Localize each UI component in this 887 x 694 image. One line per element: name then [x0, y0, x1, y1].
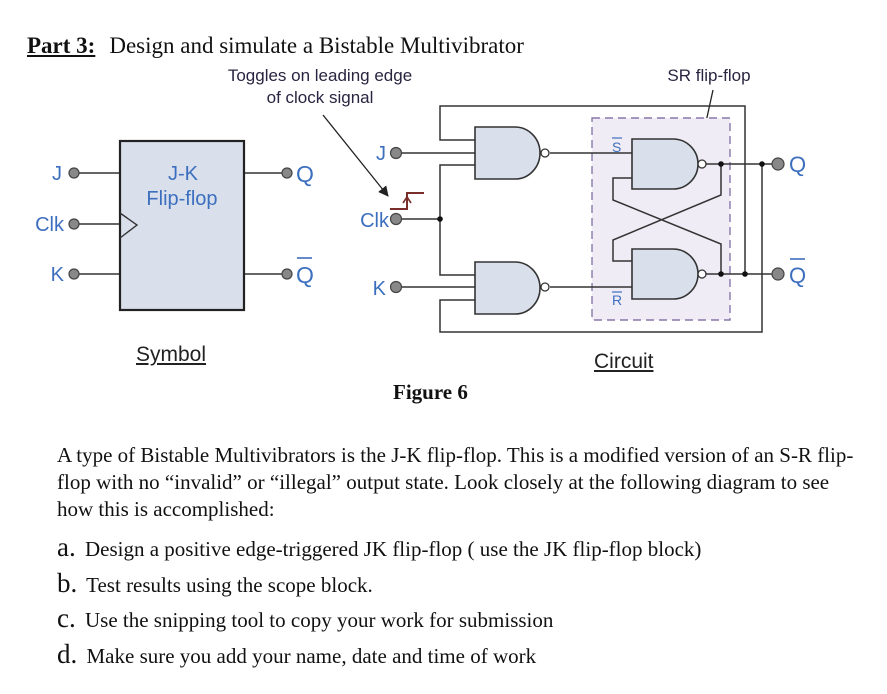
figure-6-diagram: Toggles on leading edge of clock signal … [35, 66, 806, 333]
symbol-clk-label: Clk [35, 214, 65, 236]
circuit-clk-label: Clk [360, 210, 390, 232]
task-item: d. Make sure you add your name, date and… [57, 639, 701, 675]
task-item: b. Test results using the scope block. [57, 568, 701, 604]
circuit-k-label: K [373, 278, 387, 300]
symbol-q-terminal [281, 167, 293, 179]
task-text: Make sure you add your name, date and ti… [86, 643, 537, 668]
symbol-block-line1: J-K [168, 163, 199, 185]
clock-annotation: Toggles on leading edge of clock signal [228, 66, 412, 107]
symbol-k-label: K [51, 264, 65, 286]
circuit-k-terminal [389, 280, 403, 294]
circuit-wires [402, 105, 775, 333]
part-label: Part 3: [27, 33, 96, 58]
page-title: Part 3: Design and simulate a Bistable Mu… [27, 33, 524, 59]
r-bar-label: R [612, 292, 622, 308]
task-item: c. Use the snipping tool to copy your wo… [57, 603, 701, 639]
title-text: Design and simulate a Bistable Multivibr… [109, 33, 524, 58]
symbol-qbar-terminal [281, 268, 293, 280]
task-item: a. Design a positive edge-triggered JK f… [57, 532, 701, 568]
jk-block [118, 139, 246, 312]
symbol-j-label: J [52, 163, 62, 185]
nand-bubble-s [697, 159, 707, 169]
symbol-k-terminal [68, 268, 80, 280]
circuit-j-terminal [389, 146, 403, 160]
circuit-qbar-label: Q [789, 263, 806, 288]
task-text: Design a positive edge-triggered JK flip… [84, 537, 702, 561]
task-letter: b. [57, 567, 78, 598]
nand-bubble-j [540, 148, 550, 158]
annotation-line2: of clock signal [267, 88, 374, 107]
symbol-block-line2: Flip-flop [146, 188, 217, 210]
s-bar-label: S [612, 139, 621, 155]
circuit-qbar-terminal [771, 267, 785, 281]
junction-dot [718, 161, 724, 167]
nand-bubble-k [540, 282, 550, 292]
task-text: Use the snipping tool to copy your work … [84, 608, 554, 632]
circuit-q-terminal [771, 157, 785, 171]
task-letter: c. [57, 603, 76, 633]
annotation-arrow [322, 114, 389, 197]
sr-flipflop-label: SR flip-flop [667, 66, 750, 85]
intro-paragraph: A type of Bistable Multivibrators is the… [57, 443, 854, 521]
nand-gate-s [631, 138, 699, 190]
junction-dot [718, 271, 724, 277]
task-letter: a. [57, 532, 76, 562]
task-letter: d. [57, 638, 78, 669]
symbol-j-terminal [68, 167, 80, 179]
symbol-clk-terminal [68, 218, 80, 230]
junction-dot [759, 161, 765, 167]
rising-edge-icon [390, 192, 424, 210]
junction-dot [742, 271, 748, 277]
junction-dot [437, 216, 443, 222]
figure-label: Figure 6 [393, 380, 468, 404]
nand-gate-r [631, 248, 699, 300]
symbol-caption: Symbol [136, 343, 207, 366]
nand-gate-j [474, 126, 541, 180]
nand-bubble-r [697, 269, 707, 279]
circuit-j-label: J [376, 143, 386, 165]
circuit-q-label: Q [789, 152, 806, 177]
circuit-clk-terminal [389, 212, 403, 226]
circuit-caption: Circuit [594, 350, 654, 373]
nand-gate-k [474, 261, 541, 315]
jk-symbol [75, 139, 285, 312]
annotation-line1: Toggles on leading edge [228, 66, 412, 85]
task-list: a. Design a positive edge-triggered JK f… [57, 532, 701, 674]
clock-triangle-icon [119, 212, 139, 239]
task-text: Test results using the scope block. [86, 572, 373, 597]
symbol-q-label: Q [296, 161, 314, 187]
symbol-qbar-label: Q [296, 262, 314, 288]
